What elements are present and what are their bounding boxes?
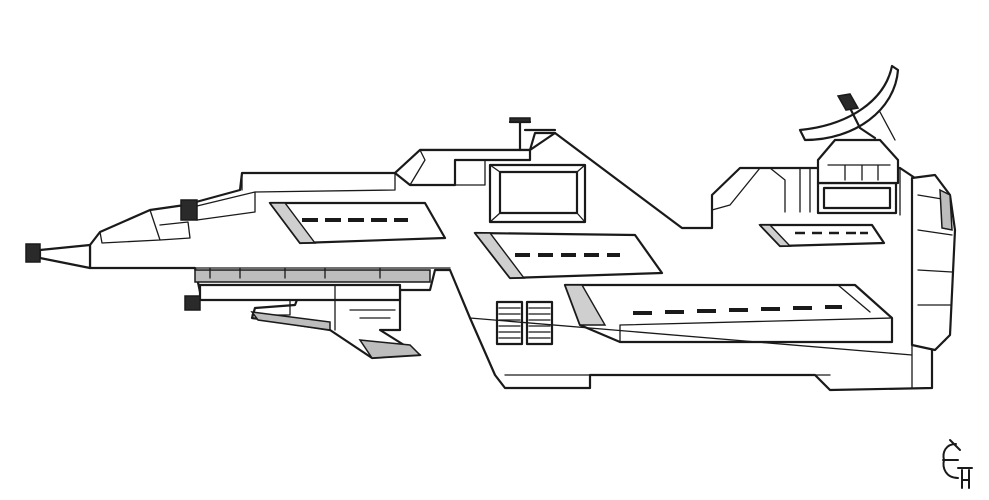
radar-dish [798,64,900,142]
artist-signature [936,438,976,490]
fin-upper-left [268,201,447,245]
deck-line [89,172,451,269]
nose-cannon [38,243,92,270]
window-bevels [489,164,586,223]
nose-cannon-tip [25,243,41,263]
nose-ridge [99,209,191,244]
bridge-edge [409,149,426,186]
mast-top [509,117,531,123]
fin-middle [473,231,664,280]
forward-spine [196,191,256,221]
bridge-panel [454,159,486,186]
central-window [498,170,579,215]
underside-weapon-pod [184,267,431,359]
forward-turret [180,199,198,221]
rear-superstructure [711,138,901,216]
signature-mark [942,439,973,489]
fin-lower-large [563,283,894,344]
keel-line [469,317,913,376]
fin-rear-small [758,223,886,248]
rear-engine-block [910,173,957,389]
bridge-top [393,148,532,187]
